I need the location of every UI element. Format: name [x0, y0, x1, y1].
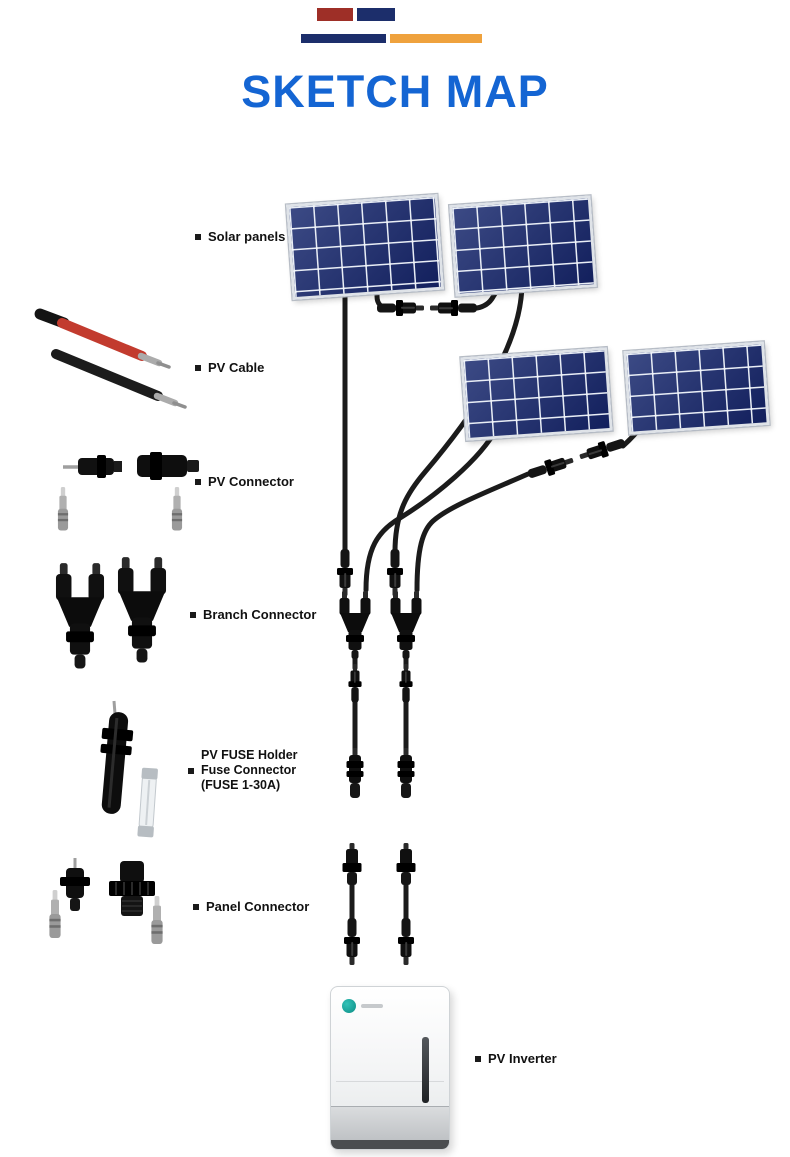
- label-solar-panels: Solar panels: [195, 229, 285, 244]
- pv-inverter-graphic: [330, 986, 450, 1150]
- inverter-vent-slot: [422, 1037, 429, 1103]
- label-text-lines: PV FUSE Holder Fuse Connector (FUSE 1-30…: [201, 748, 298, 793]
- pv-connector-graphic: [57, 452, 199, 531]
- pv-cable-graphic: [34, 308, 187, 409]
- square-bullet-icon: [195, 233, 201, 240]
- label-panel-connector: Panel Connector: [193, 899, 309, 914]
- square-bullet-icon: [195, 364, 201, 371]
- label-text-line3: (FUSE 1-30A): [201, 778, 281, 792]
- accent-bar-orange: [390, 34, 482, 43]
- fuse-holder-graphic: [100, 700, 158, 838]
- page-title: SKETCH MAP: [241, 66, 549, 117]
- square-bullet-icon: [193, 903, 199, 910]
- label-branch-connector: Branch Connector: [190, 607, 316, 622]
- accent-bar-navy-small: [357, 8, 395, 21]
- label-text: PV Inverter: [488, 1051, 557, 1066]
- label-text-line2: Fuse Connector: [201, 763, 297, 777]
- accent-bar-red: [317, 8, 353, 21]
- label-text: PV Cable: [208, 360, 265, 375]
- branch-connector-graphic: [55, 557, 167, 669]
- label-text-line1: PV FUSE Holder: [201, 748, 298, 762]
- label-pv-inverter: PV Inverter: [475, 1051, 557, 1066]
- label-pv-cable: PV Cable: [195, 360, 264, 375]
- solar-panel-3: [459, 345, 614, 443]
- solar-panel-4: [622, 340, 771, 436]
- solar-panel-2: [447, 194, 599, 298]
- label-pv-connector: PV Connector: [195, 474, 294, 489]
- square-bullet-icon: [475, 1055, 481, 1062]
- panel-connector-graphic: [49, 858, 163, 944]
- label-text: Panel Connector: [206, 899, 310, 914]
- accent-bar-navy-large: [301, 34, 386, 43]
- inverter-base: [331, 1140, 449, 1149]
- square-bullet-icon: [195, 478, 201, 485]
- inverter-seam: [336, 1080, 444, 1082]
- inverter-logo-text-mark: [361, 1004, 383, 1008]
- label-fuse-holder: PV FUSE Holder Fuse Connector (FUSE 1-30…: [188, 748, 298, 793]
- square-bullet-icon: [188, 767, 194, 774]
- label-text: PV Connector: [208, 474, 294, 489]
- inverter-logo-icon: [342, 999, 356, 1013]
- solar-panel-1: [284, 192, 446, 302]
- inverter-bottom-band: [331, 1106, 449, 1140]
- square-bullet-icon: [190, 611, 196, 618]
- label-text: Solar panels: [208, 229, 286, 244]
- label-text: Branch Connector: [203, 607, 317, 622]
